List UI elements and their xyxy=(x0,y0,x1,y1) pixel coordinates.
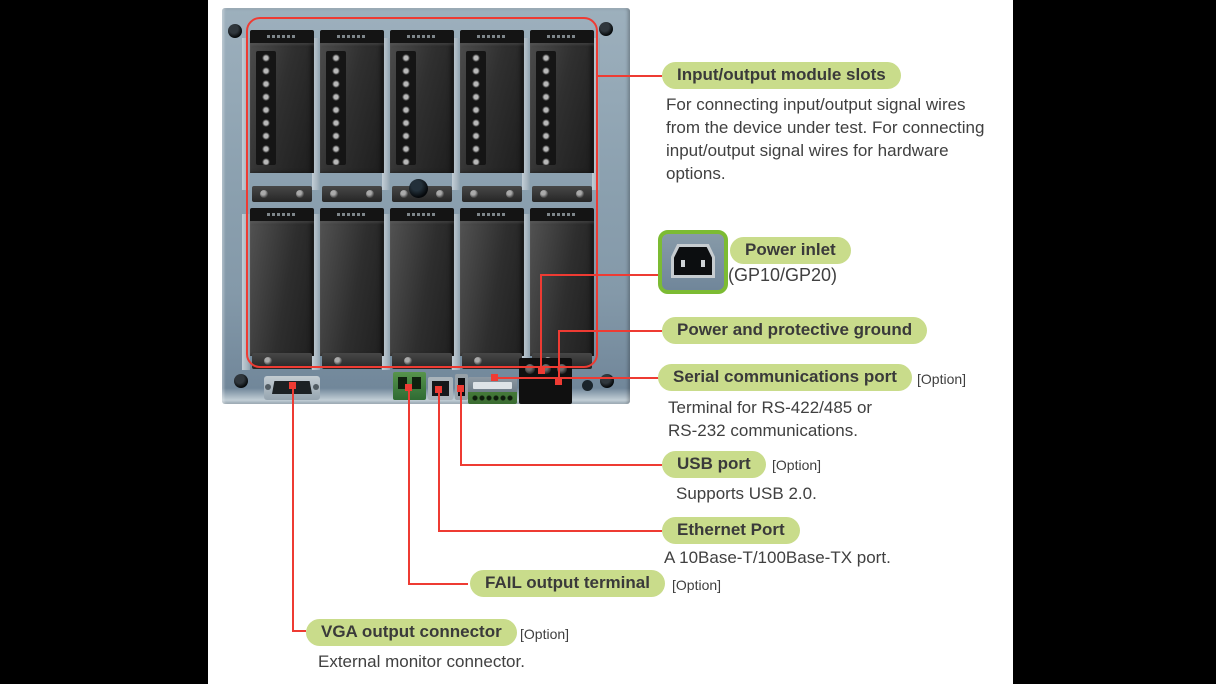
callout-io-slots-label: Input/output module slots xyxy=(662,62,901,89)
module-label-strip xyxy=(320,30,384,43)
slot-rail xyxy=(522,38,530,190)
power-terminal-block xyxy=(519,358,572,404)
leader-dot xyxy=(289,382,296,389)
leader-power-inlet xyxy=(540,274,542,371)
terminal-screws xyxy=(396,51,416,165)
power-inlet-face xyxy=(674,247,712,275)
callout-fail-label: FAIL output terminal xyxy=(470,570,665,597)
leader-dot xyxy=(405,384,412,391)
slot-rail xyxy=(312,214,320,370)
leader-fail xyxy=(408,583,468,585)
callout-ethernet-label: Ethernet Port xyxy=(662,517,800,544)
mounting-hole xyxy=(228,24,242,38)
leader-serial xyxy=(494,377,662,379)
leader-dot xyxy=(491,374,498,381)
module-label-strip xyxy=(250,208,314,221)
module-label-strip xyxy=(530,30,594,43)
io-module-slot xyxy=(320,208,384,369)
module-label-strip xyxy=(390,30,454,43)
leader-usb xyxy=(460,388,462,466)
leader-fail xyxy=(408,387,410,585)
slot-rail xyxy=(382,214,390,370)
panel-hole xyxy=(409,179,428,198)
mounting-hole xyxy=(599,22,613,36)
leader-io-slots xyxy=(596,75,662,77)
slot-rail xyxy=(312,38,320,190)
module-plate xyxy=(322,186,382,202)
terminal-screws xyxy=(256,51,276,165)
module-plate xyxy=(532,186,592,202)
module-label-strip xyxy=(250,30,314,43)
io-module-slot xyxy=(250,208,314,369)
io-module-slot xyxy=(390,30,454,202)
leader-vga xyxy=(292,630,306,632)
leader-usb xyxy=(460,464,662,466)
io-module-slot xyxy=(390,208,454,369)
slot-rail xyxy=(522,214,530,370)
terminal-screws xyxy=(536,51,556,165)
callout-usb-description: Supports USB 2.0. xyxy=(676,484,817,503)
terminal-screws xyxy=(326,51,346,165)
callout-vga-description: External monitor connector. xyxy=(318,652,525,671)
power-inlet-photo xyxy=(658,230,728,294)
leader-power-inlet xyxy=(540,274,658,276)
callout-power-inlet-label: Power inlet xyxy=(730,237,851,264)
callout-serial-label: Serial communications port xyxy=(658,364,912,391)
leader-dot xyxy=(457,385,464,392)
io-slots-highlight-box xyxy=(246,17,598,368)
leader-ethernet xyxy=(438,530,662,532)
callout-ethernet-description: A 10Base-T/100Base-TX port. xyxy=(664,548,891,567)
module-plate xyxy=(462,353,522,369)
slot-rail xyxy=(452,214,460,370)
leader-vga xyxy=(292,385,294,632)
terminal-screws xyxy=(466,51,486,165)
io-module-slot xyxy=(530,30,594,202)
module-label-strip xyxy=(530,208,594,221)
callout-usb-option: [Option] xyxy=(772,457,822,473)
leader-ethernet xyxy=(438,389,440,532)
module-plate xyxy=(392,353,452,369)
slot-rail xyxy=(382,38,390,190)
leader-dot xyxy=(555,378,562,385)
slot-rail xyxy=(452,38,460,190)
panel-hole xyxy=(582,380,593,391)
io-module-slot xyxy=(250,30,314,202)
callout-vga-label: VGA output connector xyxy=(306,619,517,646)
module-plate xyxy=(322,353,382,369)
callout-usb-label: USB port xyxy=(662,451,766,478)
leader-dot xyxy=(538,367,545,374)
leader-dot xyxy=(435,386,442,393)
io-module-slot xyxy=(460,30,524,202)
device-rear-panel xyxy=(222,8,630,404)
mounting-hole xyxy=(234,374,248,388)
serial-terminal xyxy=(468,377,517,404)
callout-io-slots-description: For connecting input/output signal wires… xyxy=(666,95,985,183)
module-label-strip xyxy=(390,208,454,221)
module-plate xyxy=(252,353,312,369)
module-label-strip xyxy=(320,208,384,221)
callout-serial-description: Terminal for RS-422/485 or RS-232 commun… xyxy=(668,398,873,440)
callout-fail-option: [Option] xyxy=(672,577,722,593)
module-plate xyxy=(252,186,312,202)
module-label-strip xyxy=(460,208,524,221)
leader-ground xyxy=(558,330,662,332)
module-label-strip xyxy=(460,30,524,43)
io-module-slot xyxy=(320,30,384,202)
page-background: Input/output module slots For connecting… xyxy=(208,0,1013,684)
io-module-slot xyxy=(460,208,524,369)
callout-power-inlet-note: (GP10/GP20) xyxy=(728,265,838,285)
callout-ground-label: Power and protective ground xyxy=(662,317,928,344)
callout-serial-option: [Option] xyxy=(917,371,967,387)
module-plate xyxy=(462,186,522,202)
leader-ground xyxy=(558,330,560,382)
callout-vga-option: [Option] xyxy=(520,626,570,642)
